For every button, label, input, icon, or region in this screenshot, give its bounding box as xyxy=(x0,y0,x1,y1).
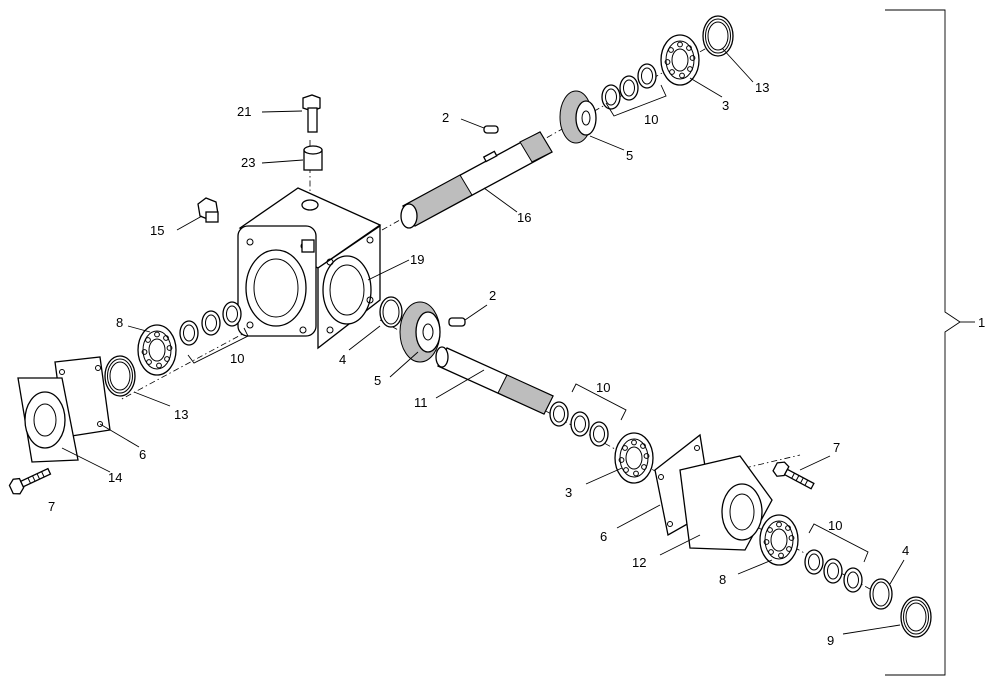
top-spacer xyxy=(303,145,323,171)
callout-2: 2 xyxy=(442,110,449,125)
callout-13: 13 xyxy=(755,80,769,95)
callout-21: 21 xyxy=(237,104,251,119)
callout-2: 2 xyxy=(489,288,496,303)
assembly-bracket xyxy=(885,9,961,676)
callout-11: 11 xyxy=(414,395,428,410)
callout-14: 14 xyxy=(108,470,122,485)
callout-10: 10 xyxy=(644,112,658,127)
leader-lines xyxy=(61,47,905,635)
callout-labels: 21 23 15 2 16 5 10 3 13 19 2 4 5 11 8 10 13 6 14 7 10 3 7 6 12 10… xyxy=(48,80,909,648)
callout-8: 8 xyxy=(116,315,123,330)
callout-5: 5 xyxy=(374,373,381,388)
callout-23: 23 xyxy=(241,155,255,170)
callout-6: 6 xyxy=(600,529,607,544)
callout-7: 7 xyxy=(48,499,55,514)
bevel-gear-lower xyxy=(399,301,441,363)
callout-13: 13 xyxy=(174,407,188,422)
key-upper xyxy=(483,125,499,134)
bevel-gear-upper xyxy=(559,90,597,144)
callout-19: 19 xyxy=(410,252,424,267)
callout-10: 10 xyxy=(230,351,244,366)
callout-9: 9 xyxy=(827,633,834,648)
assembly-label: 1 xyxy=(978,315,985,330)
callout-3: 3 xyxy=(565,485,572,500)
top-bolt xyxy=(302,94,321,133)
callout-10: 10 xyxy=(828,518,842,533)
bearing-housing-left xyxy=(17,377,79,463)
callout-16: 16 xyxy=(517,210,531,225)
callout-8: 8 xyxy=(719,572,726,587)
breather-plug xyxy=(197,197,219,223)
key-lower xyxy=(448,317,466,327)
callout-4: 4 xyxy=(902,543,909,558)
callout-10: 10 xyxy=(596,380,610,395)
callout-3: 3 xyxy=(722,98,729,113)
callout-12: 12 xyxy=(632,555,646,570)
callout-5: 5 xyxy=(626,148,633,163)
lower-output-shaft xyxy=(435,346,554,415)
callout-15: 15 xyxy=(150,223,164,238)
gearbox-housing xyxy=(237,187,382,350)
callout-6: 6 xyxy=(139,447,146,462)
callout-7: 7 xyxy=(833,440,840,455)
callout-4: 4 xyxy=(339,352,346,367)
bearing-housing-right xyxy=(679,455,773,551)
upper-input-shaft xyxy=(400,131,553,229)
